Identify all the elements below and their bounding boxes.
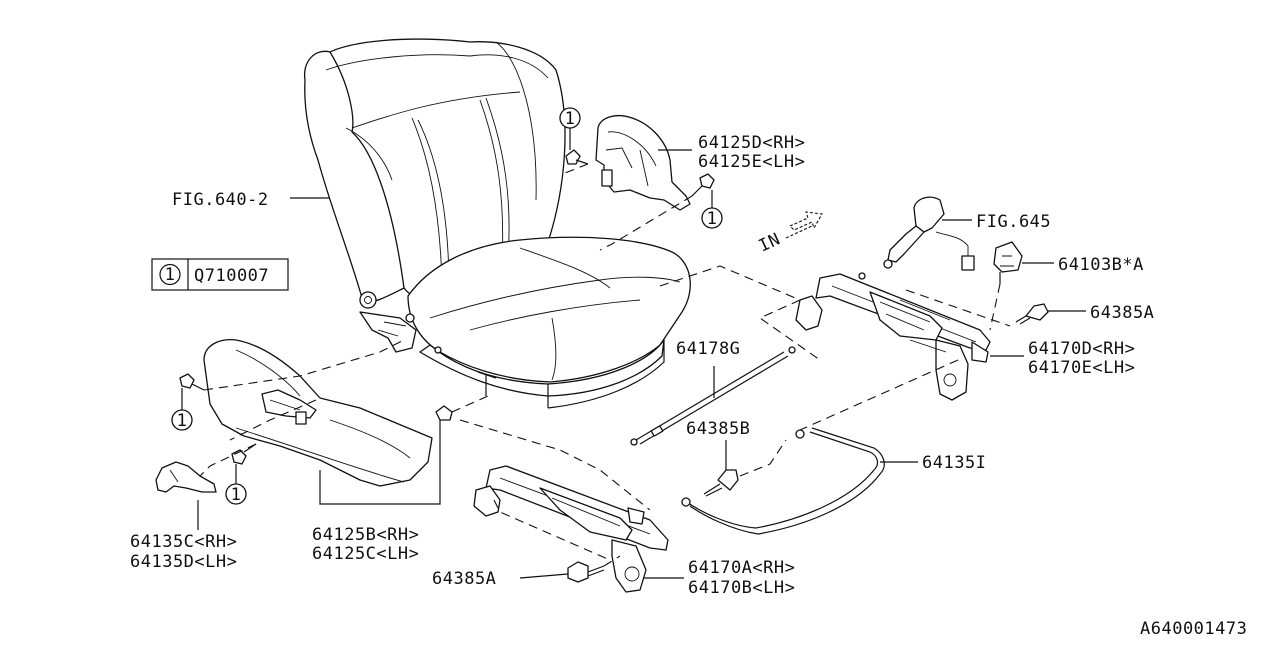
callout-marker-text: 1 [177, 411, 188, 431]
diagram-id: A640001473 [1140, 619, 1247, 639]
legend-box: 1 Q710007 [151, 258, 289, 291]
seat-rail-rh [795, 272, 991, 401]
seat-belt-buckle [883, 196, 1023, 284]
label-64125D: 64125D<RH> [698, 133, 805, 153]
bolt-64385A-bottom [567, 561, 605, 583]
legend-marker: 1 [165, 265, 176, 285]
towel-bar [681, 427, 885, 535]
bolt-64385A-right [1015, 303, 1049, 325]
label-64125E: 64125E<LH> [698, 152, 805, 172]
callout-marker-top-left: 1 [559, 107, 581, 150]
alignment-lines [199, 163, 1011, 567]
label-64103B: 64103B*A [1058, 255, 1144, 275]
callout-marker-text: 1 [231, 485, 242, 505]
leader-lines [197, 149, 1086, 579]
label-64135I: 64135I [922, 453, 986, 473]
screw-top-right [691, 173, 715, 197]
label-64385A-bottom: 64385A [432, 569, 496, 589]
front-cover-piece [155, 461, 217, 493]
label-64178G: 64178G [676, 339, 740, 359]
label-64170A: 64170A<RH> [688, 558, 795, 578]
part-labels: FIG.640-2 64125D<RH> 64125E<LH> FIG.645 … [130, 133, 1247, 639]
seat-side-cover [203, 339, 433, 487]
label-64170B: 64170B<LH> [688, 578, 795, 598]
label-64385A-right: 64385A [1090, 303, 1154, 323]
recliner-mechanism [359, 291, 442, 354]
direction-label: IN [756, 229, 784, 256]
callout-marker-left-upper: 1 [171, 388, 193, 431]
legend-part-number: Q710007 [194, 266, 269, 286]
label-fig-640-2: FIG.640-2 [172, 190, 269, 210]
bolt-64385B [703, 469, 739, 497]
callout-marker-left-lower: 1 [225, 464, 247, 505]
label-64135D: 64135D<LH> [130, 552, 237, 572]
callout-marker-text: 1 [707, 209, 718, 229]
screw-left-top [179, 373, 205, 391]
callout-marker-top-right: 1 [701, 190, 723, 229]
label-64385B: 64385B [686, 419, 750, 439]
label-64170D: 64170D<RH> [1028, 339, 1135, 359]
label-64170E: 64170E<LH> [1028, 358, 1135, 378]
seat-belt-cover-top [595, 114, 691, 211]
seat-rail-lh [473, 465, 669, 593]
label-64135C: 64135C<RH> [130, 532, 237, 552]
seat-assembly [303, 38, 691, 409]
callout-marker-text: 1 [565, 109, 576, 129]
direction-arrow: IN [756, 211, 823, 257]
label-64125B: 64125B<RH> [312, 525, 419, 545]
label-64125C: 64125C<LH> [312, 544, 419, 564]
label-fig-645: FIG.645 [976, 212, 1051, 232]
release-cable [630, 346, 796, 446]
clip-side-cover [435, 405, 453, 421]
screw-top-left [565, 149, 589, 165]
